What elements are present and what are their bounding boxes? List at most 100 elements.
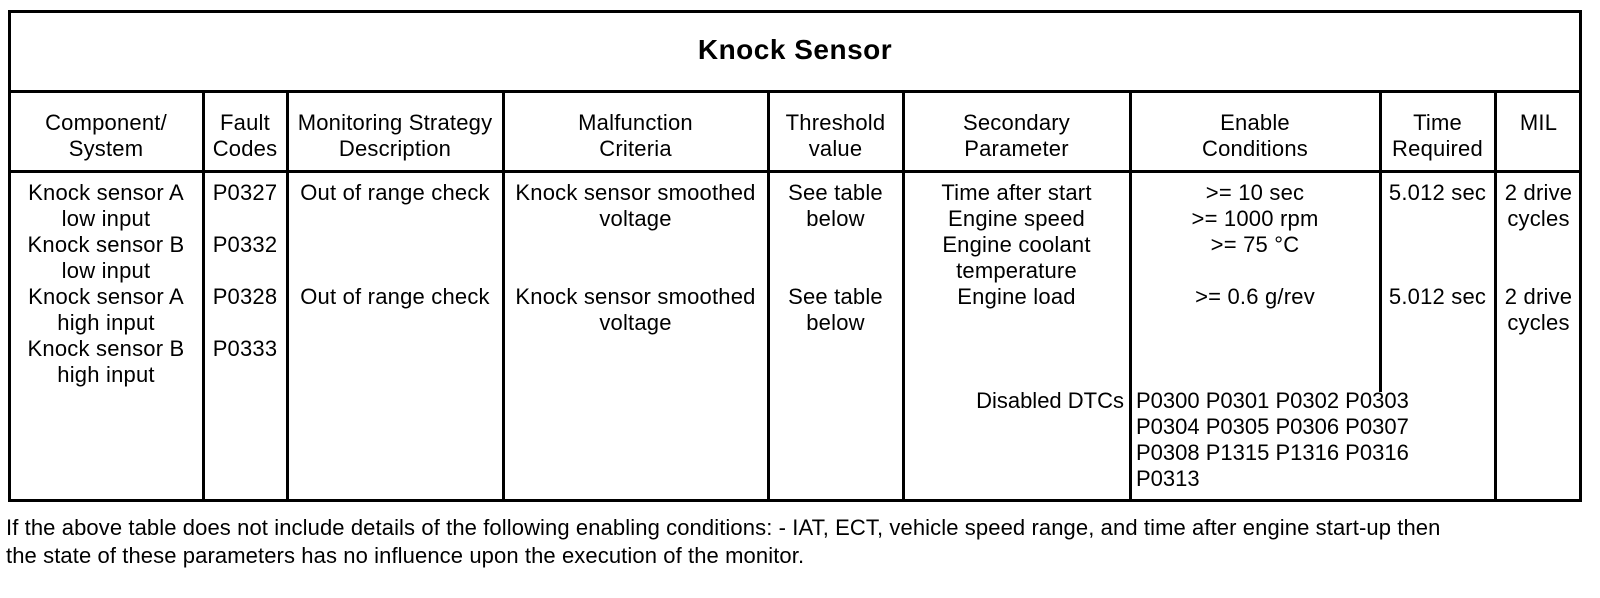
text-line: Description [338, 136, 452, 161]
text-line: temperature [956, 258, 1077, 283]
text-line [205, 206, 285, 232]
text-line: See table [788, 180, 883, 205]
text-line: 2 drive [1504, 284, 1573, 309]
text-line: voltage [599, 310, 672, 335]
text-line [205, 310, 285, 336]
text-line: 2 drive [1504, 180, 1573, 205]
column-divider-secondary-enable [1129, 92, 1132, 502]
text-line [1497, 258, 1580, 284]
text-line [505, 232, 766, 258]
text-line: P0313 [1136, 466, 1200, 491]
column-divider-time-mil [1494, 92, 1497, 502]
header-divider [8, 170, 1582, 173]
text-line: P0304 P0305 P0306 P0307 [1136, 414, 1409, 439]
text-line: Criteria [599, 136, 672, 161]
body-col-enable-conditions: >= 10 sec>= 1000 rpm>= 75 °C >= 0.6 g/rev [1132, 180, 1378, 310]
footnote: If the above table does not include deta… [6, 514, 1598, 570]
text-line: P0308 P1315 P1316 P0316 [1136, 440, 1409, 465]
text-line: Fault [220, 110, 270, 135]
column-divider-monitoring-malfunction [502, 92, 505, 502]
text-line: P0332 [212, 232, 278, 257]
text-line: P0328 [212, 284, 278, 309]
text-line: Monitoring Strategy [297, 110, 493, 135]
text-line [1132, 258, 1378, 284]
text-line: >= 0.6 g/rev [1195, 284, 1315, 309]
header-cell-component-system: Component/System [10, 92, 202, 170]
text-line [770, 258, 901, 284]
text-line: voltage [599, 206, 672, 231]
text-line: Time after start [941, 180, 1092, 205]
text-line: Time [1413, 110, 1462, 135]
text-line: the state of these parameters has no inf… [6, 543, 805, 568]
text-line: Out of range check [300, 180, 490, 205]
text-line: If the above table does not include deta… [6, 515, 1441, 540]
text-line: value [808, 136, 863, 161]
text-line: high input [57, 310, 155, 335]
text-line: low input [61, 206, 151, 231]
text-line: Threshold [785, 110, 886, 135]
text-line [205, 258, 285, 284]
text-line: low input [61, 258, 151, 283]
text-line: P0300 P0301 P0302 P0303 [1136, 388, 1409, 413]
text-line [1382, 232, 1493, 258]
text-line: Engine load [957, 284, 1076, 309]
text-line: below [806, 206, 865, 231]
column-divider-threshold-secondary [902, 92, 905, 502]
text-line: Parameter [964, 136, 1069, 161]
body-col-time-required: 5.012 sec 5.012 sec [1382, 180, 1493, 310]
text-line: cycles [1507, 310, 1570, 335]
text-line: Out of range check [300, 284, 490, 309]
table-border [8, 10, 1582, 502]
column-divider-component-fault [202, 92, 205, 502]
text-line: below [806, 310, 865, 335]
text-line [289, 258, 501, 284]
text-line [1497, 232, 1580, 258]
title-divider [8, 90, 1582, 93]
text-line: Enable [1220, 110, 1290, 135]
text-line: Secondary [963, 110, 1070, 135]
text-line [1382, 206, 1493, 232]
text-line [770, 232, 901, 258]
text-line: Malfunction [578, 110, 693, 135]
column-divider-fault-monitoring [286, 92, 289, 502]
text-line: Knock sensor smoothed [515, 180, 756, 205]
text-line: Knock sensor B [27, 336, 185, 361]
column-divider-malfunction-threshold [767, 92, 770, 502]
header-cell-mil: MIL [1497, 92, 1580, 170]
disabled-dtcs-label: Disabled DTCs [976, 388, 1124, 413]
text-line: cycles [1507, 206, 1570, 231]
text-line: 5.012 sec [1388, 180, 1487, 205]
text-line [505, 258, 766, 284]
text-line: 5.012 sec [1388, 284, 1487, 309]
text-line: >= 1000 rpm [1191, 206, 1319, 231]
text-line [289, 232, 501, 258]
text-line: See table [788, 284, 883, 309]
text-line: >= 10 sec [1205, 180, 1305, 205]
text-line [289, 206, 501, 232]
text-line [1382, 258, 1493, 284]
text-line: Knock sensor smoothed [515, 284, 756, 309]
text-line: high input [57, 362, 155, 387]
text-line: Knock sensor A [28, 284, 184, 309]
text-line: Engine speed [948, 206, 1085, 231]
text-line: P0327 [212, 180, 278, 205]
text-line: Required [1392, 136, 1483, 161]
text-line: Knock sensor A [28, 180, 184, 205]
text-line: Conditions [1202, 136, 1308, 161]
text-line: System [68, 136, 144, 161]
text-line: >= 75 °C [1210, 232, 1300, 257]
